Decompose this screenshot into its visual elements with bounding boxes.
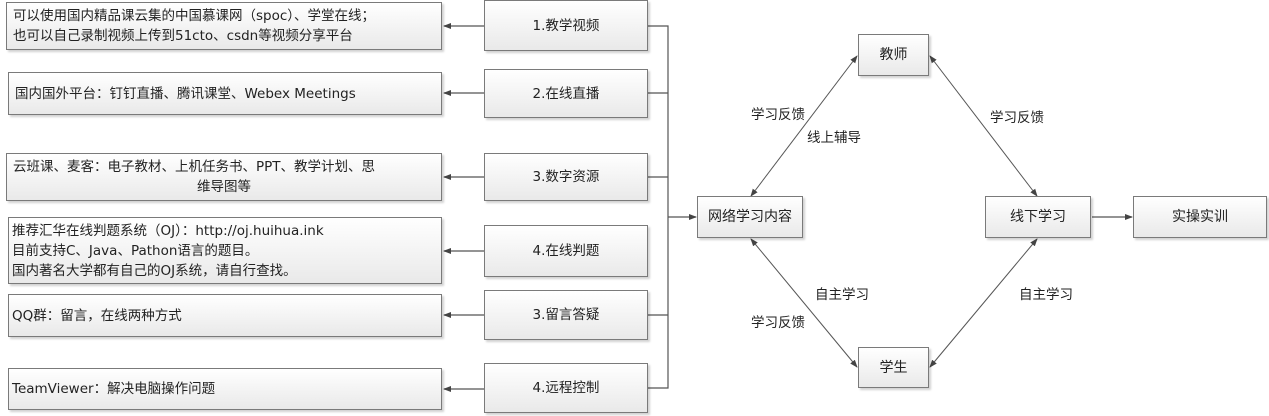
node-teacher: 教师 <box>858 34 929 76</box>
category-label: 3.数字资源 <box>532 169 600 185</box>
description-line: 可以使用国内精品课云集的中国慕课网（spoc）、学堂在线； <box>13 8 376 24</box>
node-student: 学生 <box>858 347 929 388</box>
edge-label: 学习反馈 <box>751 107 805 123</box>
category-label: 3.留言答疑 <box>532 307 600 323</box>
edge-label: 学习反馈 <box>990 110 1044 126</box>
bus-line <box>648 25 669 389</box>
category-box-1: 1.教学视频 <box>484 0 648 51</box>
edge-online-teacher <box>750 55 858 197</box>
description-box-1: 可以使用国内精品课云集的中国慕课网（spoc）、学堂在线； 也可以自己录制视频上… <box>6 2 442 50</box>
description-line: 目前支持C、Java、Pathon语言的题目。 <box>12 242 259 259</box>
description-line: QQ群：留言，在线两种方式 <box>12 307 182 324</box>
category-box-6: 4.远程控制 <box>484 363 648 413</box>
description-line: TeamViewer：解决电脑操作问题 <box>12 381 216 397</box>
edge-label: 学习反馈 <box>751 315 805 331</box>
category-label: 1.教学视频 <box>532 17 600 34</box>
description-line: 维导图等 <box>197 179 251 195</box>
node-label: 网络学习内容 <box>708 209 792 225</box>
node-label: 实操实训 <box>1172 209 1228 225</box>
edge-label: 线上辅导 <box>807 130 861 146</box>
description-line: 云班课、麦客：电子教材、上机任务书、PPT、教学计划、思 <box>13 159 376 175</box>
node-label: 学生 <box>879 359 908 376</box>
description-box-3: 云班课、麦客：电子教材、上机任务书、PPT、教学计划、思 维导图等 <box>6 153 442 201</box>
description-box-5: QQ群：留言，在线两种方式 <box>8 294 442 337</box>
node-offline-learning: 线下学习 <box>985 196 1091 238</box>
category-box-4: 4.在线判题 <box>484 225 648 277</box>
description-line: 国内国外平台：钉钉直播、腾讯课堂、Webex Meetings <box>15 85 356 102</box>
description-line: 国内著名大学都有自己的OJ系统，请自行查找。 <box>12 262 297 279</box>
edge-label: 自主学习 <box>815 287 869 303</box>
node-label: 线下学习 <box>1010 209 1066 225</box>
category-label: 4.远程控制 <box>532 380 600 396</box>
edge-online-student <box>750 238 858 368</box>
category-label: 2.在线直播 <box>532 85 600 102</box>
edge-label: 自主学习 <box>1019 287 1073 303</box>
description-line: 推荐汇华在线判题系统（OJ）：http://oj.huihua.ink <box>12 222 324 239</box>
category-box-5: 3.留言答疑 <box>484 290 648 340</box>
edge-student-offline <box>929 238 1038 368</box>
description-box-4: 推荐汇华在线判题系统（OJ）：http://oj.huihua.ink 目前支持… <box>8 217 442 284</box>
category-box-2: 2.在线直播 <box>484 69 648 118</box>
node-practice: 实操实训 <box>1133 196 1267 238</box>
description-line: 也可以自己录制视频上传到51cto、csdn等视频分享平台 <box>13 28 353 44</box>
node-online-learning: 网络学习内容 <box>697 196 803 238</box>
category-label: 4.在线判题 <box>532 243 600 259</box>
description-box-6: TeamViewer：解决电脑操作问题 <box>8 368 442 410</box>
category-box-3: 3.数字资源 <box>484 153 648 201</box>
description-box-2: 国内国外平台：钉钉直播、腾讯课堂、Webex Meetings <box>8 72 442 115</box>
node-label: 教师 <box>879 47 908 63</box>
edge-teacher-offline <box>929 55 1038 197</box>
